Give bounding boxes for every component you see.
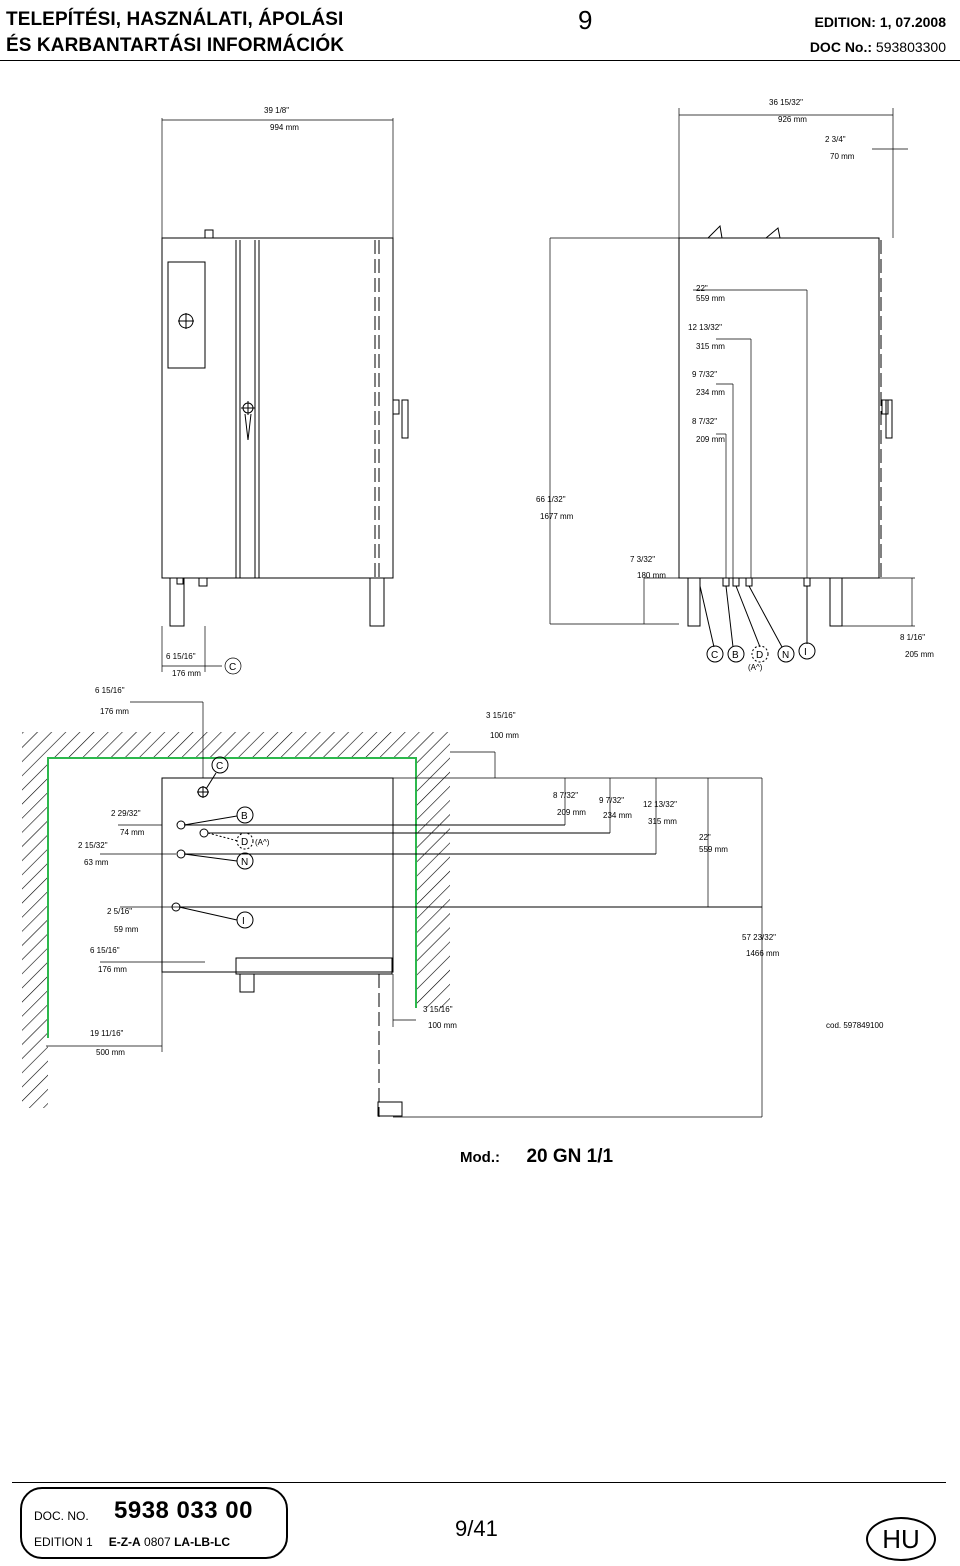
h559-frac: 22": [696, 284, 708, 293]
footer-divider: [12, 1482, 946, 1483]
h180-mm: 180 mm: [637, 571, 666, 580]
front-label-c: C: [229, 662, 236, 673]
wall-gap-frac: 3 15/16": [486, 711, 516, 720]
drawing-code: cod. 597849100: [826, 1021, 884, 1030]
header-divider: [0, 60, 960, 61]
doc-number-box: DOC. NO. 5938 033 00 EDITION 1 E-Z-A 0807…: [20, 1487, 288, 1559]
plan-label-b: B: [241, 811, 248, 822]
feet-frac: 8 1/16": [900, 633, 925, 642]
plan-label-d: D: [241, 837, 248, 848]
plan-top-mm: 176 mm: [100, 707, 129, 716]
front-width-dimension: [161, 118, 394, 238]
edition-label: EDITION 1: [34, 1535, 93, 1549]
edition-line: EDITION 1 E-Z-A 0807 LA-LB-LC: [34, 1535, 230, 1549]
p315-mm: 315 mm: [648, 817, 677, 826]
h559-mm: 559 mm: [696, 294, 725, 303]
p74-mm: 74 mm: [120, 828, 145, 837]
depth-frac: 57 23/32": [742, 933, 776, 942]
side-width-mm: 926 mm: [778, 115, 807, 124]
page-count: 9/41: [455, 1516, 498, 1541]
bottom-gap-frac: 3 15/16": [423, 1005, 453, 1014]
depth-mm: 1466 mm: [746, 949, 780, 958]
plan-dimensions: [46, 701, 763, 1118]
front-view: [161, 229, 409, 627]
header-doc-value: 593803300: [875, 39, 946, 55]
edition-code: E-Z-A: [108, 1535, 141, 1549]
plan-label-c: C: [216, 761, 223, 772]
side-label-d: D: [756, 650, 763, 661]
model-label: Mod.:: [460, 1149, 500, 1166]
header-doc-label: DOC No.:: [809, 39, 873, 55]
wall-gap-mm: 100 mm: [490, 731, 519, 740]
side-label-c: C: [711, 650, 718, 661]
p315-frac: 12 13/32": [643, 800, 677, 809]
front-width-mm: 994 mm: [270, 123, 299, 132]
header-doc-number: DOC No.: 593803300: [810, 39, 946, 55]
c-offset-dimension: [161, 626, 242, 675]
p176-frac: 6 15/16": [90, 946, 120, 955]
plan-label-a: (A^): [255, 838, 270, 847]
height-mm: 1677 mm: [540, 512, 574, 521]
side-right-frac: 2 3/4": [825, 135, 846, 144]
p559-frac: 22": [699, 833, 711, 842]
plan-view-oven: [161, 756, 762, 1117]
language-badge: HU: [866, 1517, 936, 1561]
h315-frac: 12 13/32": [688, 323, 722, 332]
page-header: TELEPÍTÉSI, HASZNÁLATI, ÁPOLÁSI ÉS KARBA…: [0, 0, 960, 62]
side-dimensions: [549, 108, 915, 627]
h315-mm: 315 mm: [696, 342, 725, 351]
h234-mm: 234 mm: [696, 388, 725, 397]
p209-mm: 209 mm: [557, 808, 586, 817]
doc-no-value: 5938 033 00: [114, 1497, 253, 1524]
h180-frac: 7 3/32": [630, 555, 655, 564]
c-offset-frac: 6 15/16": [166, 652, 196, 661]
p234-frac: 9 7/32": [599, 796, 624, 805]
side-view: [678, 224, 893, 663]
h209-frac: 8 7/32": [692, 417, 717, 426]
side-label-a: (A^): [748, 663, 763, 672]
c-offset-mm: 176 mm: [172, 669, 201, 678]
h209-mm: 209 mm: [696, 435, 725, 444]
plan-label-n: N: [241, 857, 248, 868]
edition-lang: LA-LB-LC: [174, 1535, 231, 1549]
header-title-line2: ÉS KARBANTARTÁSI INFORMÁCIÓK: [6, 35, 345, 56]
front-width-frac: 39 1/8": [264, 106, 289, 115]
model-designation: Mod.: 20 GN 1/1: [460, 1146, 613, 1168]
header-edition: EDITION: 1, 07.2008: [814, 14, 946, 30]
plan-top-frac: 6 15/16": [95, 686, 125, 695]
height-frac: 66 1/32": [536, 495, 566, 504]
bottom-gap-mm: 100 mm: [428, 1021, 457, 1030]
feet-mm: 205 mm: [905, 650, 934, 659]
technical-drawing: 39 1/8" 994 mm 6 15/16" 176 mm C C B D N…: [22, 98, 934, 1118]
side-width-frac: 36 15/32": [769, 98, 803, 107]
p63-mm: 63 mm: [84, 858, 109, 867]
doc-no-label: DOC. NO.: [34, 1509, 89, 1523]
left-frac: 19 11/16": [90, 1029, 124, 1038]
side-label-i: I: [804, 647, 807, 658]
left-mm: 500 mm: [96, 1048, 125, 1057]
p74-frac: 2 29/32": [111, 809, 141, 818]
p176-mm: 176 mm: [98, 965, 127, 974]
p59-mm: 59 mm: [114, 925, 139, 934]
edition-date: 0807: [144, 1535, 171, 1549]
side-label-n: N: [782, 650, 789, 661]
h234-frac: 9 7/32": [692, 370, 717, 379]
header-page-number: 9: [578, 5, 593, 35]
side-label-b: B: [732, 650, 739, 661]
model-value: 20 GN 1/1: [526, 1146, 614, 1167]
header-title-line1: TELEPÍTÉSI, HASZNÁLATI, ÁPOLÁSI: [6, 9, 344, 30]
side-right-mm: 70 mm: [830, 152, 855, 161]
p63-frac: 2 15/32": [78, 841, 108, 850]
p234-mm: 234 mm: [603, 811, 632, 820]
plan-view-walls: [22, 732, 450, 1108]
p559-mm: 559 mm: [699, 845, 728, 854]
p209-frac: 8 7/32": [553, 791, 578, 800]
p59-frac: 2 5/16": [107, 907, 132, 916]
plan-label-i: I: [242, 916, 245, 927]
